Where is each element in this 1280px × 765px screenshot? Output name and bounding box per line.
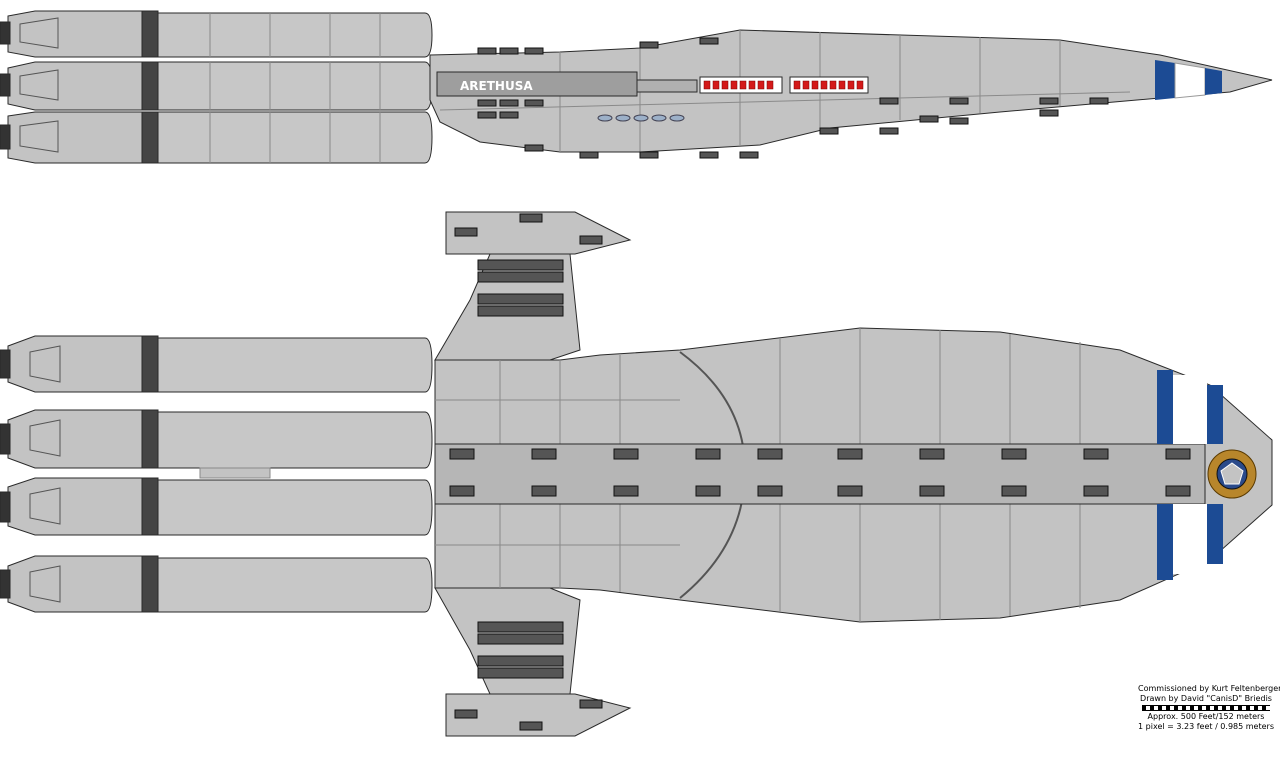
- commissioned-credit: Commissioned by Kurt Feltenberger: [1138, 684, 1280, 693]
- top-engines: [0, 335, 433, 613]
- side-portholes: [597, 114, 685, 122]
- pixel-scale-label: 1 pixel = 3.23 feet / 0.985 meters: [1138, 722, 1274, 731]
- central-spine: [434, 443, 1206, 505]
- top-plan-view: [0, 211, 1273, 737]
- side-blue-stripes: [1155, 60, 1222, 100]
- side-red-windows: [699, 76, 869, 94]
- side-turrets: [477, 37, 1109, 159]
- length-label: Approx. 500 Feet/152 meters: [1147, 712, 1265, 721]
- spine-turrets: [449, 448, 1191, 497]
- top-blue-stripes: [1157, 370, 1223, 580]
- ship-emblem-icon: [1207, 449, 1257, 499]
- credits-block: Commissioned by Kurt Feltenberger Drawn …: [1138, 684, 1280, 732]
- side-panel-lines: [439, 30, 1131, 152]
- drawn-credit: Drawn by David "CanisD" Briedis: [1140, 694, 1272, 703]
- ship-name-label: ARETHUSA: [460, 79, 533, 93]
- side-elevation-view: ARETHUSA: [0, 10, 1273, 164]
- scale-bar: [1142, 705, 1270, 711]
- side-engines: [0, 10, 433, 164]
